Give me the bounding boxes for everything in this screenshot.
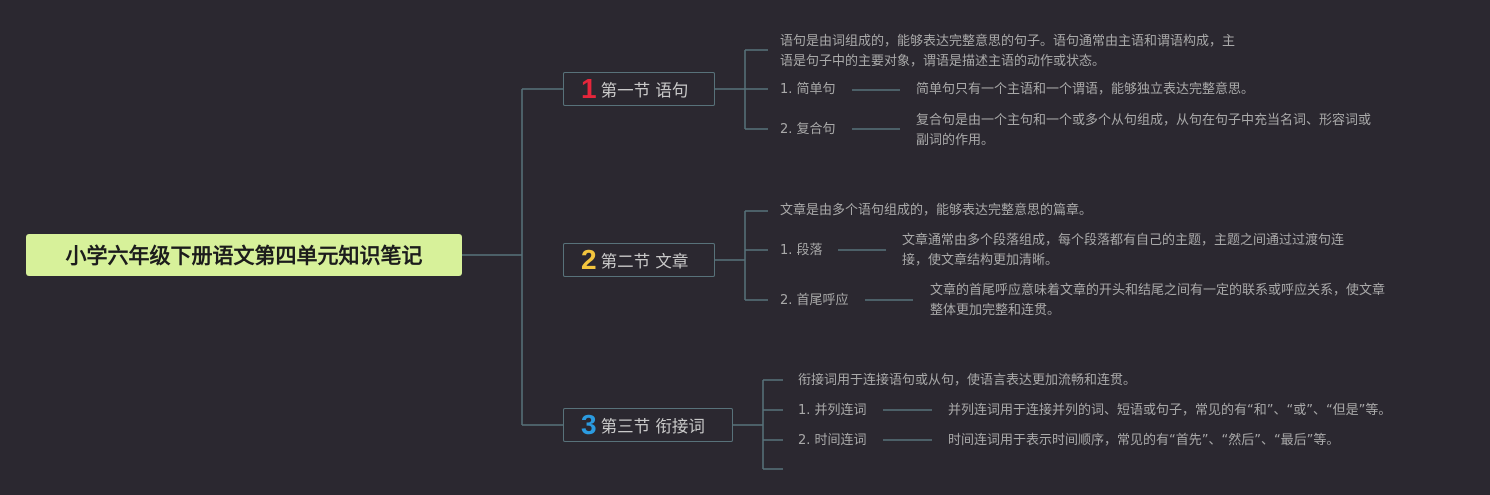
number-2-icon: 2 — [581, 244, 597, 275]
section-1-item-1-label[interactable]: 1. 简单句 — [780, 82, 836, 97]
section-1-item-2-label[interactable]: 2. 复合句 — [780, 122, 836, 137]
section-1-title: 第一节 语句 — [600, 81, 689, 100]
section-2-intro: 文章是由多个语句组成的，能够表达完整意思的篇章。 — [780, 203, 1093, 218]
section-1-node[interactable]: 1 第一节 语句 — [563, 72, 715, 106]
section-3-item-2-label[interactable]: 2. 时间连词 — [798, 433, 867, 448]
section-2-title: 第二节 文章 — [600, 252, 689, 271]
section-3-title: 第三节 衔接词 — [600, 417, 705, 436]
section-2-item-2-detail: 文章的首尾呼应意味着文章的开头和结尾之间有一定的联系或呼应关系，使文章 整体更加… — [930, 283, 1386, 318]
root-title: 小学六年级下册语文第四单元知识笔记 — [65, 244, 423, 268]
section-3-item-1-detail: 并列连词用于连接并列的词、短语或句子，常见的有“和”、“或”、“但是”等。 — [948, 403, 1392, 418]
section-3-item-2-detail: 时间连词用于表示时间顺序，常见的有“首先”、“然后”、“最后”等。 — [948, 433, 1340, 448]
section-2-item-2-label[interactable]: 2. 首尾呼应 — [780, 293, 849, 308]
section-3-node[interactable]: 3 第三节 衔接词 — [563, 408, 733, 442]
section-1-item-1-detail: 简单句只有一个主语和一个谓语，能够独立表达完整意思。 — [916, 82, 1255, 97]
section-1-intro: 语句是由词组成的，能够表达完整意思的句子。语句通常由主语和谓语构成，主 语是句子… — [780, 34, 1236, 69]
root-topic[interactable]: 小学六年级下册语文第四单元知识笔记 — [26, 234, 462, 276]
section-2-item-1-detail: 文章通常由多个段落组成，每个段落都有自己的主题，主题之间通过过渡句连 接，使文章… — [902, 233, 1345, 268]
section-3-item-1-label[interactable]: 1. 并列连词 — [798, 403, 867, 418]
section-2-item-1-label[interactable]: 1. 段落 — [780, 243, 823, 258]
number-1-icon: 1 — [581, 73, 597, 104]
number-3-icon: 3 — [581, 409, 597, 440]
section-1-item-2-detail: 复合句是由一个主句和一个或多个从句组成，从句在句子中充当名词、形容词或 副词的作… — [916, 113, 1372, 148]
section-3-intro: 衔接词用于连接语句或从句，使语言表达更加流畅和连贯。 — [798, 373, 1137, 388]
section-2-node[interactable]: 2 第二节 文章 — [563, 243, 715, 277]
